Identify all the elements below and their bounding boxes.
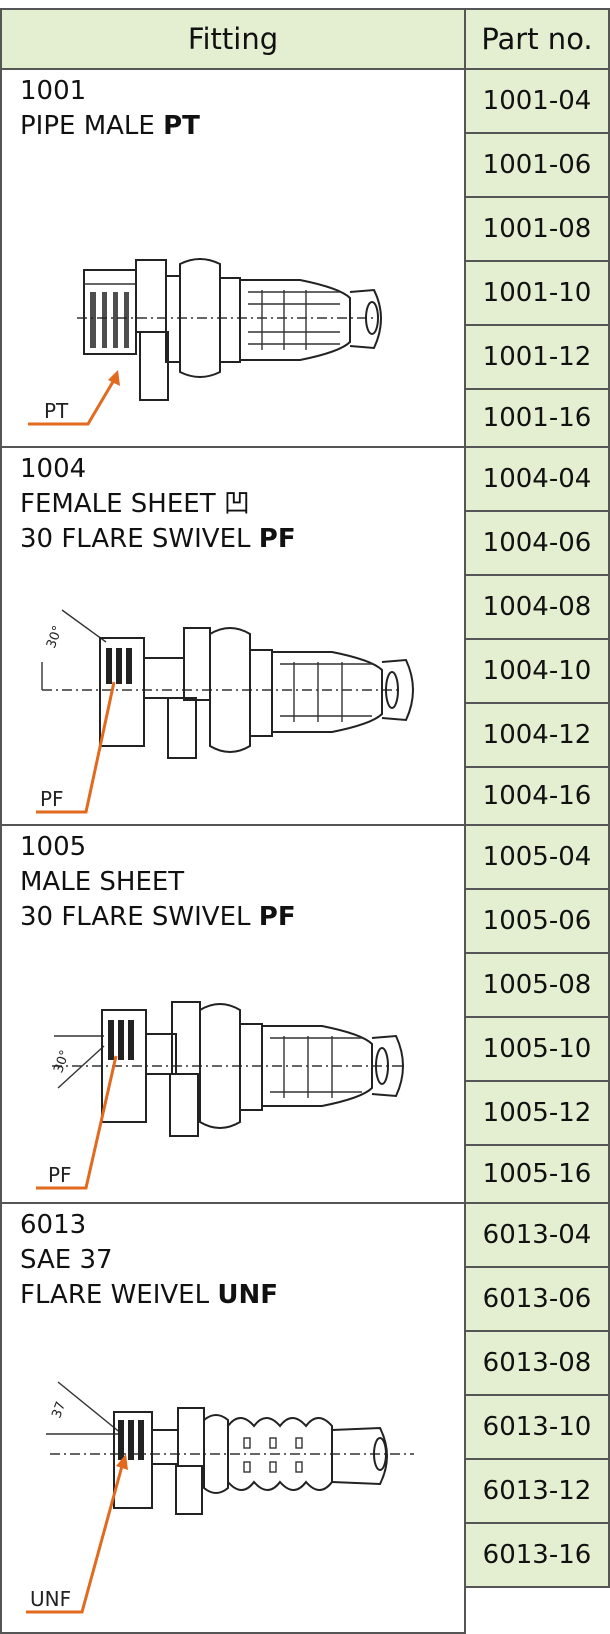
fitting-name-line: 30 FLARE SWIVEL PF (20, 524, 296, 554)
angle-label: 30° (51, 1048, 73, 1075)
part-number-cell: 1004-08 (464, 576, 610, 640)
angle-label: 37 (49, 1400, 69, 1421)
fitting-name-line: MALE SHEET (20, 867, 185, 897)
angle-label: 30° (44, 624, 66, 651)
part-number-cell: 6013-12 (464, 1460, 610, 1524)
fitting-description: 1001 PIPE MALE PT (20, 74, 200, 144)
fitting-name-line: FEMALE SHEET 凹 (20, 489, 250, 519)
part-number-cell: 1005-06 (464, 890, 610, 954)
fitting-code: 6013 (20, 1210, 87, 1240)
part-number-cell: 1001-10 (464, 262, 610, 326)
part-number-cell: 1005-08 (464, 954, 610, 1018)
fitting-group-6013: 6013 SAE 37 FLARE WEIVEL UNF 37 (0, 1204, 466, 1634)
fitting-group-1001: 1001 PIPE MALE PT (0, 70, 466, 448)
part-number-cell: 6013-04 (464, 1204, 610, 1268)
header-part-no: Part no. (464, 8, 610, 70)
header-fitting: Fitting (0, 8, 466, 70)
part-number-cell: 1001-16 (464, 390, 610, 448)
fitting-description: 6013 SAE 37 FLARE WEIVEL UNF (20, 1208, 278, 1313)
part-number-cell: 1005-16 (464, 1146, 610, 1204)
part-number-cell: 1004-16 (464, 768, 610, 826)
part-number-cell: 6013-16 (464, 1524, 610, 1588)
fitting-name-line: SAE 37 (20, 1245, 113, 1275)
part-number-cell: 1004-10 (464, 640, 610, 704)
fitting-code: 1005 (20, 832, 87, 862)
part-number-cell: 1004-04 (464, 448, 610, 512)
part-number-cell: 6013-10 (464, 1396, 610, 1460)
part-number-cell: 6013-06 (464, 1268, 610, 1332)
pipe-male-fitting-drawing: PT (28, 258, 382, 426)
part-number-cell: 1001-08 (464, 198, 610, 262)
part-number-cell: 1001-12 (464, 326, 610, 390)
fitting-group-1004: 1004 FEMALE SHEET 凹 30 FLARE SWIVEL PF 3… (0, 448, 466, 826)
part-number-cell: 1005-10 (464, 1018, 610, 1082)
fitting-group-1005: 1005 MALE SHEET 30 FLARE SWIVEL PF 30° (0, 826, 466, 1204)
fitting-name-line: PIPE MALE PT (20, 111, 200, 141)
fitting-name-line: 30 FLARE SWIVEL PF (20, 902, 296, 932)
callout-label: PF (48, 1163, 72, 1187)
part-number-cell: 1001-04 (464, 70, 610, 134)
part-number-cell: 1004-12 (464, 704, 610, 768)
female-flare-swivel-drawing: 30° PF (36, 609, 414, 814)
fitting-description: 1005 MALE SHEET 30 FLARE SWIVEL PF (20, 830, 296, 935)
part-number-cell: 1005-12 (464, 1082, 610, 1146)
fitting-name-line: FLARE WEIVEL UNF (20, 1280, 278, 1310)
fitting-code: 1004 (20, 454, 87, 484)
part-number-cell: 1001-06 (464, 134, 610, 198)
fitting-code: 1001 (20, 76, 87, 106)
part-number-cell: 6013-08 (464, 1332, 610, 1396)
sae-flare-swivel-drawing: 37 UNF (26, 1381, 414, 1614)
callout-label: PT (44, 399, 69, 423)
part-number-cell: 1004-06 (464, 512, 610, 576)
male-flare-swivel-drawing: 30° PF (36, 1001, 404, 1190)
fitting-description: 1004 FEMALE SHEET 凹 30 FLARE SWIVEL PF (20, 452, 296, 557)
part-number-cell: 1005-04 (464, 826, 610, 890)
callout-label: PF (40, 787, 64, 811)
callout-label: UNF (30, 1587, 71, 1611)
